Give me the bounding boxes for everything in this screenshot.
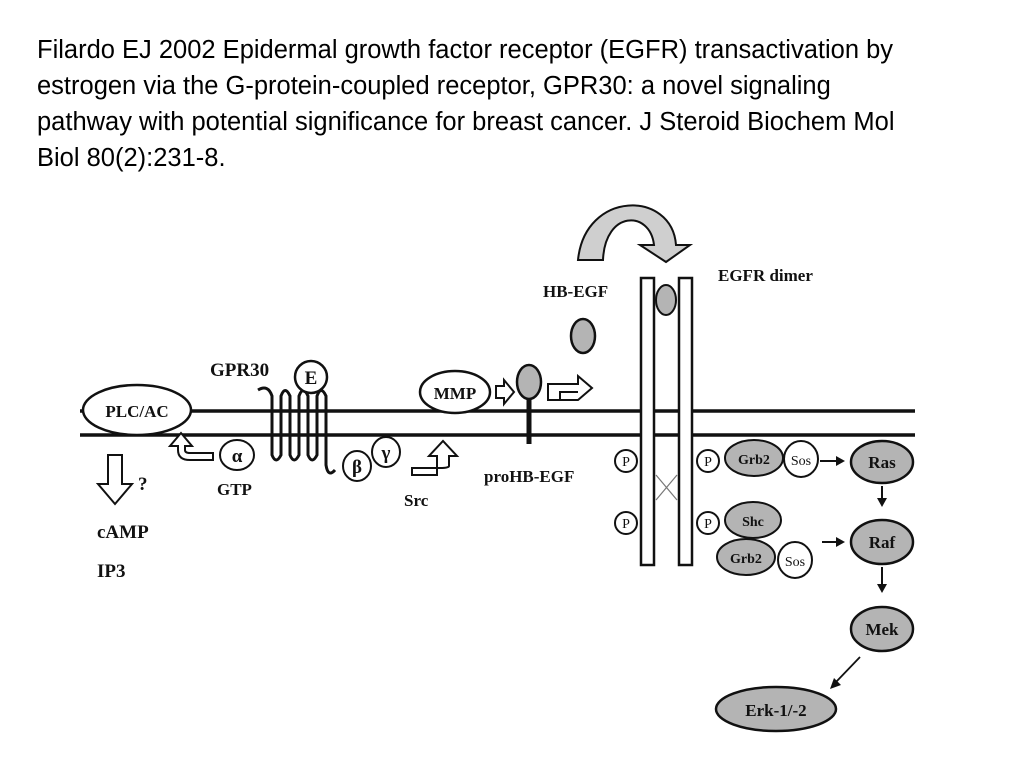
svg-text:P: P (704, 517, 712, 532)
mek-node: Mek (849, 605, 915, 653)
gamma-label: γ (381, 443, 391, 464)
estrogen-node: E (293, 359, 329, 395)
erk-node: Erk-1/-2 (714, 685, 838, 733)
gpr30-label: GPR30 (210, 360, 269, 381)
sos-node-bottom: Sos (777, 541, 813, 579)
alpha-label: α (232, 446, 243, 467)
binding-curved-arrow (576, 204, 694, 264)
phospho-site-right-bottom: P (696, 511, 720, 535)
g-beta-subunit: β (342, 450, 372, 482)
svg-text:Mek: Mek (865, 620, 899, 639)
alpha-to-plc-arrow (167, 431, 214, 461)
raf-node: Raf (849, 518, 915, 566)
grb2-node-top: Grb2 (724, 439, 784, 477)
ras-node: Ras (849, 439, 915, 485)
plc-ac-label: PLC/AC (105, 402, 168, 421)
prohbegf-node (515, 363, 543, 444)
ip3-label: IP3 (97, 561, 126, 582)
citation-text: Filardo EJ 2002 Epidermal growth factor … (37, 36, 895, 172)
mmp-cleave-arrow (495, 377, 516, 407)
phospho-site-right-top: P (696, 449, 720, 473)
camp-label: cAMP (97, 522, 149, 543)
sos-to-raf-arrow (822, 537, 845, 547)
raf-to-mek-arrow (877, 567, 887, 593)
mmp-node: MMP (418, 369, 492, 415)
grb2-node-bottom: Grb2 (716, 538, 776, 576)
beta-label: β (352, 457, 362, 478)
mek-to-erk-arrow (830, 656, 861, 689)
hbegf-label: HB-EGF (543, 282, 608, 301)
phospho-site-left-bottom: P (614, 511, 638, 535)
egfr-dimer-label: EGFR dimer (718, 266, 813, 285)
svg-text:Grb2: Grb2 (730, 552, 762, 567)
prohbegf-label: proHB-EGF (484, 467, 574, 486)
ras-to-raf-arrow (877, 486, 887, 507)
g-alpha-subunit: α (219, 439, 255, 471)
release-arrow (547, 373, 594, 401)
plc-ac-node: PLC/AC (81, 383, 193, 437)
svg-text:Sos: Sos (785, 555, 805, 570)
mmp-label: MMP (434, 384, 476, 403)
svg-text:Raf: Raf (869, 533, 896, 552)
hbegf-ligand (569, 317, 597, 355)
svg-text:Sos: Sos (791, 454, 811, 469)
svg-text:Erk-1/-2: Erk-1/-2 (745, 701, 806, 720)
svg-text:P: P (622, 455, 630, 470)
egfr-bound-ligand (655, 284, 677, 316)
down-to-camp-arrow (95, 454, 135, 506)
svg-text:Grb2: Grb2 (738, 453, 770, 468)
svg-text:P: P (622, 517, 630, 532)
sos-node-top: Sos (783, 440, 819, 478)
svg-text:Ras: Ras (868, 453, 896, 472)
g-gamma-subunit: γ (371, 436, 401, 468)
src-label: Src (404, 491, 429, 510)
sos-to-ras-arrow (820, 456, 845, 466)
estrogen-label: E (305, 368, 318, 389)
gtp-label: GTP (217, 480, 252, 499)
gpr30-receptor (257, 386, 337, 475)
src-arrow (411, 439, 460, 476)
svg-text:P: P (704, 455, 712, 470)
phospho-site-left-top: P (614, 449, 638, 473)
question-mark: ? (138, 474, 148, 495)
svg-text:Shc: Shc (742, 515, 764, 530)
shc-node: Shc (724, 501, 782, 539)
egfr-dimer (639, 276, 694, 567)
